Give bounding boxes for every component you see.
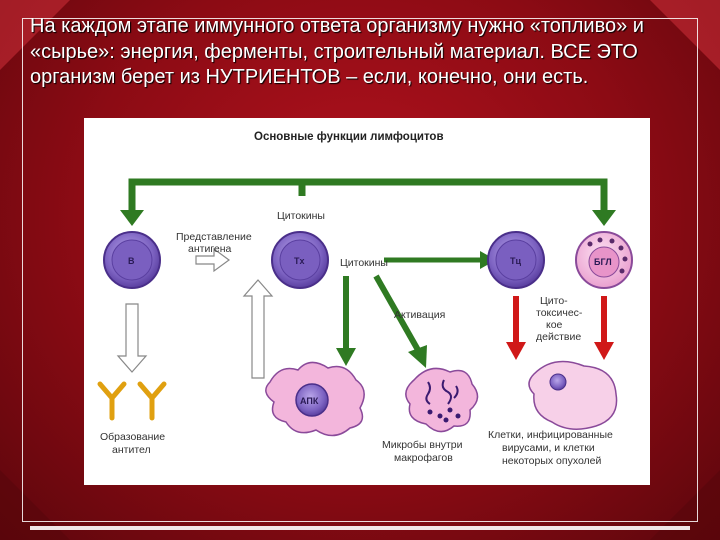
label-antigen-presentation-1: Представление — [176, 231, 252, 243]
label-antigen-presentation-2: антигена — [188, 243, 232, 255]
bevel-top-right — [650, 0, 720, 70]
infected-cell — [528, 360, 618, 430]
cytokines-mid-arrow — [384, 251, 496, 269]
b-cell-label: B — [128, 256, 135, 266]
th-cell: Tх — [271, 231, 329, 289]
apc-cell: АПК — [265, 361, 365, 437]
th-to-apc-arrow — [336, 276, 356, 366]
label-cytotoxic-3: кое — [546, 319, 563, 331]
label-infected-3: некоторых опухолей — [502, 455, 602, 467]
diagram-title: Основные функции лимфоцитов — [254, 131, 444, 143]
diagram-svg: Основные функции лимфоцитов Цитокины B П… — [97, 131, 633, 467]
label-cytotoxic-4: действие — [536, 331, 581, 343]
bgl-cell: БГЛ — [575, 231, 633, 289]
label-cytokines-mid: Цитокины — [340, 257, 388, 269]
th-cell-label: Tх — [294, 256, 305, 266]
label-cytotoxic-1: Цито- — [540, 295, 568, 307]
activation-arrow — [373, 274, 427, 368]
b-to-antibodies-arrow — [116, 303, 148, 373]
apc-cell-label: АПК — [300, 396, 319, 406]
slide-heading: На каждом этапе иммунного ответа организ… — [30, 15, 644, 88]
tc-cytotoxic-arrow — [506, 296, 526, 360]
apc-to-th-arrow — [242, 279, 274, 379]
inner-frame — [22, 18, 698, 522]
label-cytotoxic-2: токсичес- — [536, 307, 583, 319]
label-activation: Активация — [394, 309, 445, 321]
bottom-bar — [30, 526, 690, 530]
label-infected-2: вирусами, и клетки — [502, 442, 595, 454]
b-cell: B — [103, 231, 161, 289]
tc-cell: Tц — [487, 231, 545, 289]
top-green-arrow — [120, 178, 616, 226]
label-microbes-1: Микробы внутри — [382, 439, 463, 451]
label-cytokines-top: Цитокины — [277, 210, 325, 222]
bgl-cytotoxic-arrow — [594, 296, 614, 360]
macrophage-with-microbes — [405, 367, 479, 433]
label-microbes-2: макрофагов — [394, 452, 453, 464]
bevel-top-left — [0, 0, 70, 70]
antigen-presentation-arrow — [195, 247, 231, 273]
label-infected-1: Клетки, инфицированные — [488, 429, 613, 441]
label-antibodies-2: антител — [112, 444, 151, 456]
bgl-cell-label: БГЛ — [594, 257, 612, 267]
label-antibodies-1: Образование — [100, 431, 165, 443]
tc-cell-label: Tц — [510, 256, 521, 266]
lymphocyte-diagram: Основные функции лимфоцитов Цитокины B П… — [84, 118, 650, 485]
antibody-icon — [97, 381, 167, 421]
